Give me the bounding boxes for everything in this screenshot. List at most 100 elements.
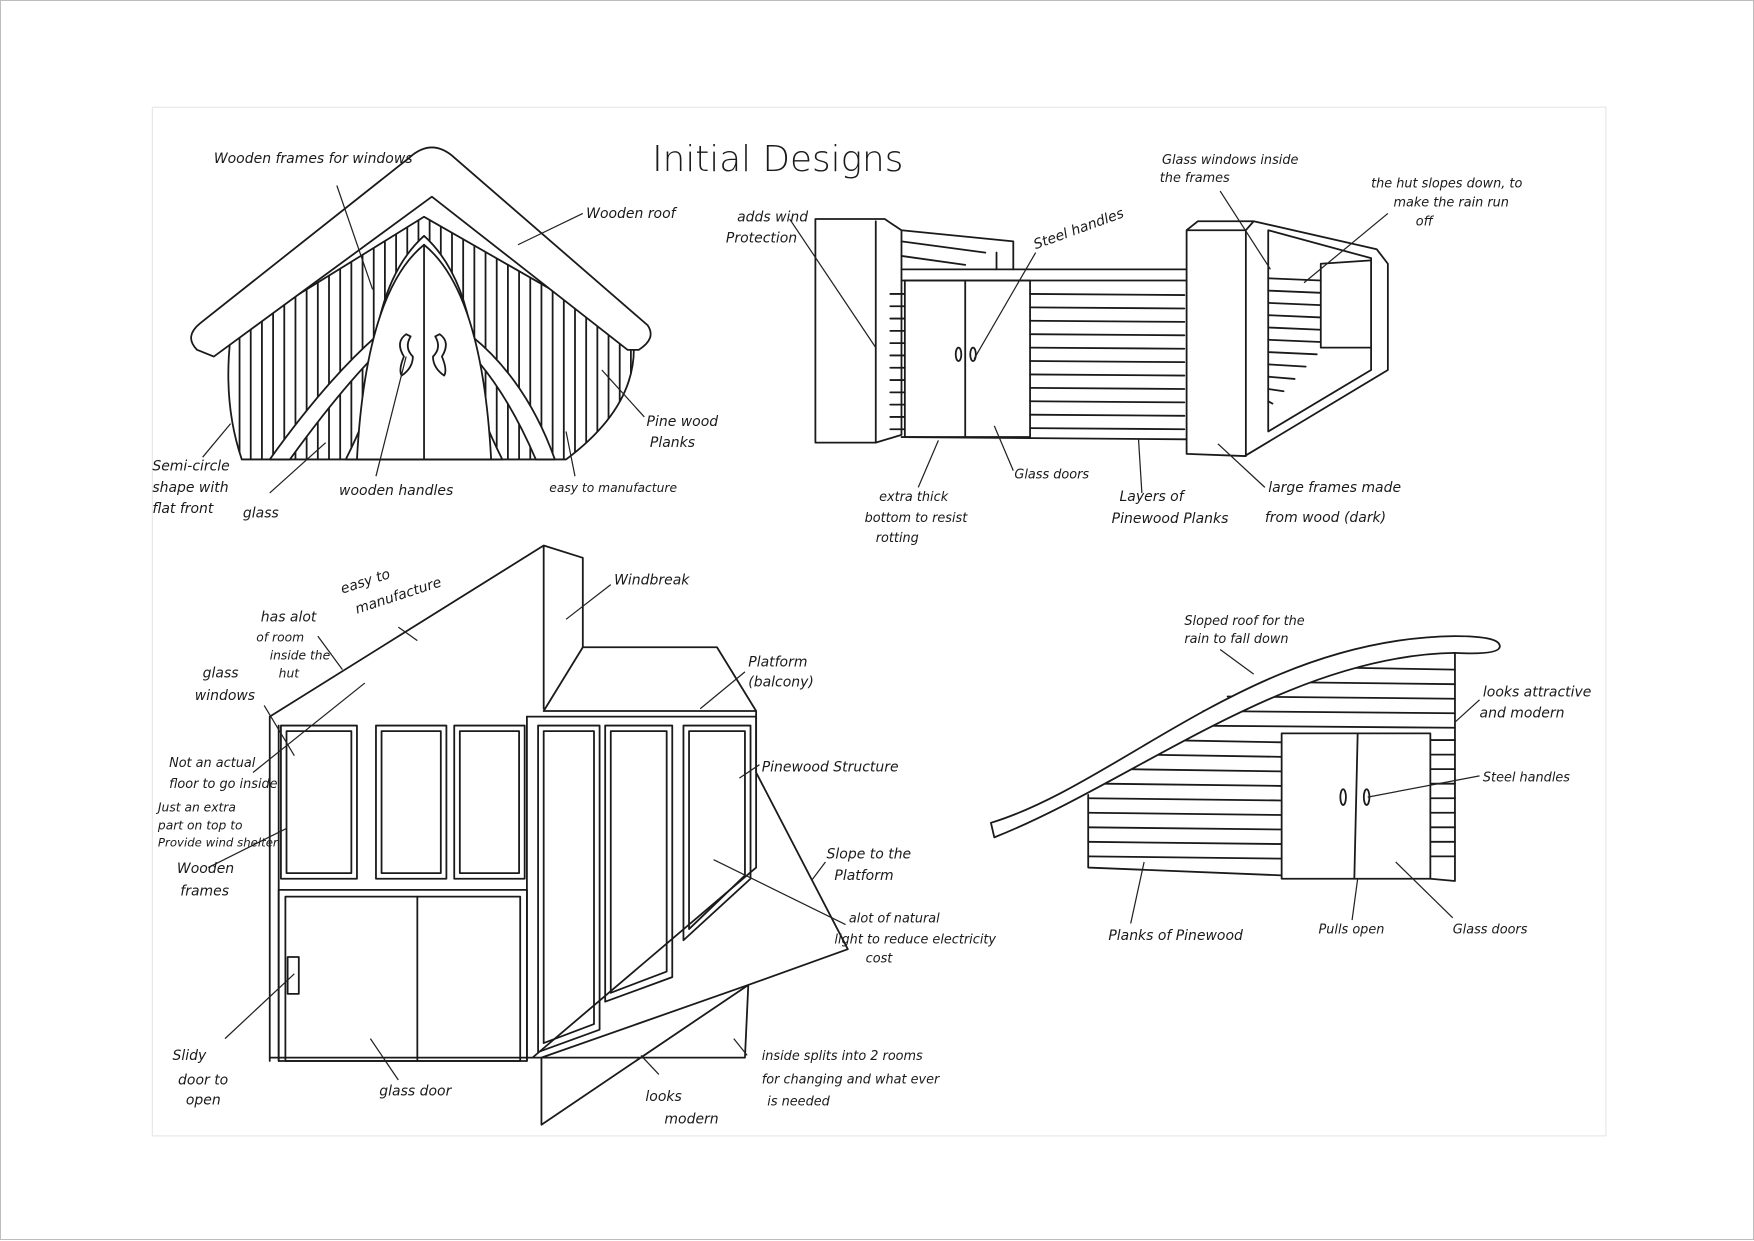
label-large-frames: large frames made bbox=[1268, 480, 1401, 496]
label-just-extra: Just an extra bbox=[155, 801, 236, 815]
label-planks-of-pinewood: Planks of Pinewood bbox=[1108, 928, 1243, 944]
slat-line bbox=[1267, 338, 1322, 343]
plank-line bbox=[1029, 427, 1186, 431]
label-wooden-frames-2: frames bbox=[180, 883, 229, 899]
hut-3-door-inner bbox=[284, 895, 522, 1062]
label-has-alot: has alot bbox=[261, 610, 317, 626]
label-easy-manufacture: easy to manufacture bbox=[549, 481, 677, 495]
hut-4-leader-lines bbox=[1130, 649, 1480, 924]
plank-line bbox=[1029, 373, 1186, 377]
slat-line bbox=[1267, 375, 1296, 380]
design-4-curved-roof-hut: Sloped roof for the rain to fall down lo… bbox=[990, 614, 1592, 944]
plank-line bbox=[1029, 293, 1186, 296]
hut-3-base bbox=[268, 715, 758, 1126]
label-glass-doors: Glass doors bbox=[1014, 467, 1089, 482]
plank-line bbox=[1029, 386, 1186, 390]
slat-line bbox=[1267, 277, 1322, 282]
hut-4-left-handle-icon bbox=[1339, 788, 1347, 806]
label-just-extra-3: Provide wind shelter bbox=[158, 835, 279, 849]
plank-line bbox=[1029, 400, 1186, 404]
label-large-frames-2: from wood (dark) bbox=[1265, 510, 1386, 526]
label-slidy-door-2: door to bbox=[178, 1072, 228, 1088]
label-wooden-frames: Wooden bbox=[177, 861, 234, 877]
design-1-gable-hut: Wooden frames for windows Wooden roof Pi… bbox=[152, 146, 719, 522]
hut-2-window-opening bbox=[1267, 229, 1372, 433]
label-hut-slopes: the hut slopes down, to bbox=[1371, 177, 1522, 192]
label-extra-thick: extra thick bbox=[879, 490, 949, 505]
label-glass-windows-2: windows bbox=[195, 688, 255, 704]
label-semi-circle: Semi-circle bbox=[152, 459, 229, 475]
label-pine-planks-2: Planks bbox=[650, 435, 695, 451]
hut-2-window-slats bbox=[1267, 277, 1322, 405]
scan-area-border bbox=[151, 106, 1607, 1137]
page-title: Initial Designs bbox=[652, 139, 903, 180]
plank-line bbox=[1029, 360, 1186, 364]
hut-2-horizontal-planks bbox=[1029, 293, 1186, 431]
plank-line bbox=[1029, 333, 1186, 337]
label-layers-2: Pinewood Planks bbox=[1112, 511, 1229, 527]
hut-3-door-handle-icon bbox=[286, 956, 300, 995]
plank-line bbox=[1087, 797, 1283, 802]
label-steel-handles: Steel handles bbox=[1032, 206, 1127, 253]
hut-2-leader-lines bbox=[789, 190, 1389, 494]
slat-line bbox=[1267, 314, 1322, 319]
plank-line bbox=[1140, 753, 1283, 758]
hut-3-leader-lines bbox=[207, 584, 846, 1081]
label-glass-windows: glass bbox=[203, 665, 239, 681]
label-looks-modern-2: modern bbox=[664, 1112, 718, 1128]
hut-2-left-slats bbox=[889, 293, 906, 431]
design-2-framed-hut: adds wind Protection Steel handles Glass… bbox=[726, 153, 1523, 546]
slat-line bbox=[1267, 351, 1318, 356]
label-pine-planks: Pine wood bbox=[647, 414, 719, 430]
label-adds-wind: adds wind bbox=[737, 209, 808, 225]
label-sloped-roof-2: rain to fall down bbox=[1184, 632, 1288, 647]
plank-line bbox=[1029, 306, 1186, 310]
label-semi-circle-3: flat front bbox=[152, 501, 214, 517]
label-not-actual-floor-2: floor to go inside bbox=[169, 777, 278, 792]
plank-line bbox=[1029, 346, 1186, 350]
hut-3-glass-door bbox=[277, 889, 528, 1062]
label-looks-modern: looks bbox=[645, 1089, 681, 1105]
hut-2-right-handle-icon bbox=[969, 346, 977, 362]
hut-2-back-wall bbox=[900, 240, 998, 271]
label-inside-splits-2: for changing and what ever bbox=[762, 1072, 940, 1087]
label-looks-attractive: looks attractive bbox=[1483, 684, 1592, 700]
label-slidy-door: Slidy bbox=[172, 1048, 206, 1064]
slat-line bbox=[1267, 363, 1307, 368]
plank-line bbox=[1087, 855, 1283, 860]
hut-3-upper-windows bbox=[280, 724, 526, 880]
label-adds-wind-2: Protection bbox=[726, 231, 797, 247]
hut-2-left-handle-icon bbox=[954, 346, 963, 362]
plank-line bbox=[1178, 724, 1456, 729]
label-has-alot-2: of room bbox=[256, 631, 304, 645]
label-glass-windows: Glass windows inside bbox=[1162, 153, 1298, 168]
hut-2-glass-doors bbox=[903, 279, 1031, 438]
label-hut-slopes-3: off bbox=[1416, 215, 1435, 230]
hut-4-horizontal-planks bbox=[1087, 666, 1456, 860]
label-extra-thick-2: bottom to resist bbox=[865, 511, 969, 526]
label-glass-doors: Glass doors bbox=[1453, 923, 1528, 938]
plank-line bbox=[1102, 782, 1283, 787]
hut-3-platform bbox=[526, 646, 849, 986]
label-steel-handles: Steel handles bbox=[1483, 770, 1570, 785]
plank-line bbox=[1029, 319, 1186, 323]
design-3-windbreak-hut: easy to manufacture has alot of room ins… bbox=[155, 544, 996, 1128]
hut-3-roof-and-windbreak bbox=[268, 544, 584, 1062]
hut-4-walls bbox=[1087, 651, 1456, 882]
plank-line bbox=[1202, 710, 1456, 715]
label-wooden-handles: wooden handles bbox=[339, 483, 453, 499]
plank-line bbox=[1087, 826, 1283, 831]
plank-line bbox=[1087, 840, 1283, 845]
slat-line bbox=[1267, 289, 1322, 294]
label-extra-thick-3: rotting bbox=[876, 531, 919, 546]
slat-line bbox=[1267, 301, 1322, 307]
hut-4-door-split bbox=[1353, 732, 1359, 880]
label-platform-2: (balcony) bbox=[748, 674, 814, 690]
label-pulls-open: Pulls open bbox=[1319, 923, 1385, 938]
label-has-alot-4: hut bbox=[279, 666, 301, 680]
label-pinewood-structure: Pinewood Structure bbox=[762, 759, 899, 775]
label-wooden-frames: Wooden frames for windows bbox=[214, 151, 413, 167]
label-slope-2: Platform bbox=[834, 868, 893, 884]
hut-1-wooden-roof bbox=[190, 146, 652, 358]
